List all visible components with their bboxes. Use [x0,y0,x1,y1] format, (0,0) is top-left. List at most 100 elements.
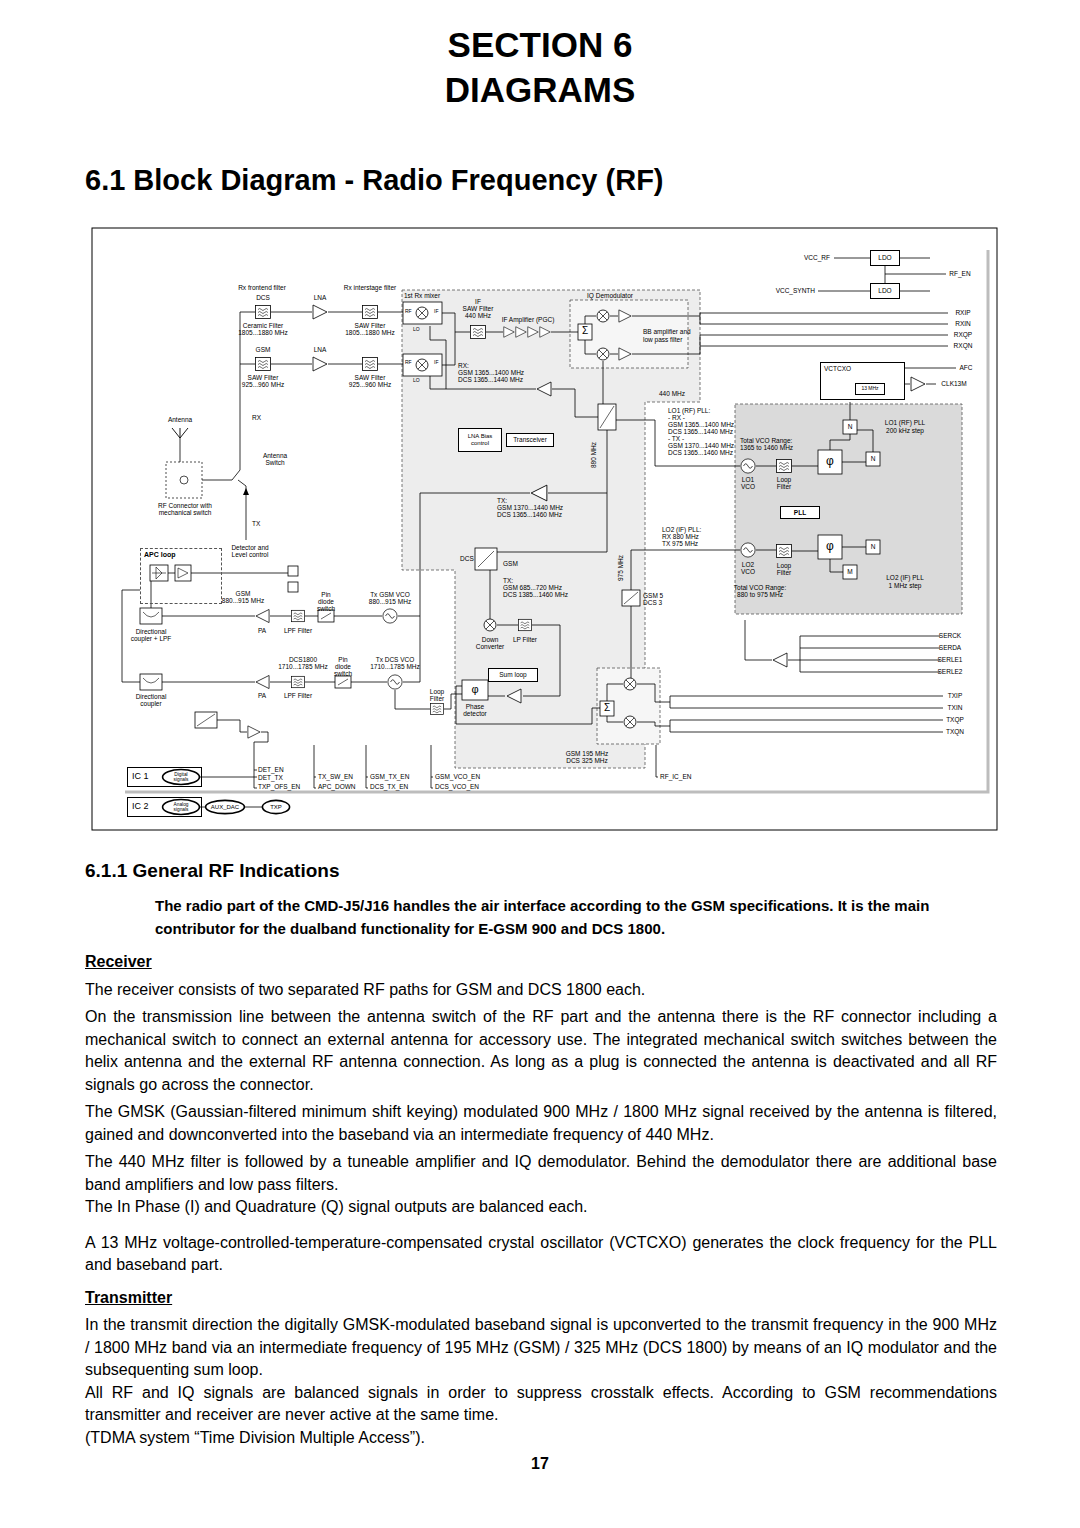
signal-label: SAW Filter [355,374,386,381]
coupler-box [140,674,162,690]
counter-box [843,420,857,434]
signal-label: 880...915 MHz [222,597,264,604]
detector-box [150,565,168,581]
signal-link [200,807,205,808]
node-text: LDO [878,254,891,261]
signal-label: Pin diode switch [313,591,339,612]
signal-label: PA [258,692,266,699]
signal-label: CLK13M [941,380,966,387]
signal-label: DCS_VCO_EN [435,783,479,790]
filter-symbol [256,306,271,319]
signal-label: SERDA [939,644,961,651]
vco-symbol [388,675,402,689]
node-text: PLL [794,509,806,516]
signal-label: 1805...1880 MHz [238,329,288,336]
signal-label: LO2 (IF) PLL: [662,526,701,533]
signal-label: IF [434,360,438,366]
node-text: AUX_DAC [211,804,239,811]
signal-label: Antenna [168,416,192,423]
signal-label: 1710...1785 MHz [278,663,328,670]
signal-label: Pin diode switch [330,656,356,677]
filter-symbol [431,703,444,714]
vco-symbol [383,609,397,623]
signal-label: LO1 (RF) PLL: [668,407,710,414]
node-text: LNA Bias control [462,433,498,446]
signal-label: RX: [458,362,469,369]
signal-label: SERLE1 [938,656,963,663]
signal-label: GSM 1365...1400 MHz [668,421,734,428]
signal-label: DCS 3 [643,599,662,606]
signal-label: SERLE2 [938,668,963,675]
signal-label: Phase detector [460,703,490,717]
signal-label: TX 975 MHz [662,540,698,547]
signal-label: low pass filter [643,336,682,343]
body-paragraph: The GMSK (Gaussian-filtered minimum shif… [85,1101,997,1146]
signal-label: Loop Filter [773,476,795,490]
signal-label: DCS 1365...1440 MHz [668,428,733,435]
signal-label: 1365 to 1460 MHz [740,444,793,451]
section-title: SECTION 6 DIAGRAMS [420,22,660,112]
lna-bias-box: LNA Bias control [458,428,502,452]
signal-label: TX_SW_EN [318,773,353,780]
signal-label: N [871,543,876,550]
signal-label: 200 kHz step [886,427,924,434]
bb-amplifier-symbol [619,310,631,322]
page-number: 17 [531,1455,549,1473]
rf-connector-box [166,462,202,498]
signal-label: TXIP [948,692,962,699]
pll-region [735,404,962,614]
signal-label: RX 880 MHz [662,533,699,540]
signal-label: Total VCO Range: [734,584,786,591]
ldo-box: LDO [870,250,900,266]
signal-label: LNA [314,294,327,301]
sum-box [578,324,592,340]
signal-label: DCS 1385...1460 MHz [503,591,568,598]
signal-label: IF Amplifier (PGC) [502,316,555,323]
signal-label: - RX - [668,414,685,421]
pa-symbol [256,675,269,688]
signal-label: DET_EN [258,766,284,773]
signal-label: φ [826,540,834,554]
divider-slash [600,406,614,428]
iq-modulator-region [597,668,660,744]
signal-label: GSM 5 [643,592,663,599]
coupler-symbol [143,612,159,683]
ldo-box: LDO [870,283,900,299]
signal-ellipse: Analog signals [162,799,200,815]
signal-label: LO1 VCO [737,476,759,490]
node-text: IC 2 [132,802,149,812]
counter-box [866,540,880,554]
section-heading: 6.1.1 General RF Indications [85,860,339,882]
node-text: Digital signals [167,772,195,783]
level-control-box [175,565,191,581]
signal-label: GSM 1370...1440 MHz [497,504,563,511]
paragraph-heading: Transmitter [85,1287,172,1310]
buffer-symbol [911,377,925,391]
phase-detector-box [462,680,488,700]
signal-label: TXQP [946,716,964,723]
signal-label: 925...960 MHz [349,381,391,388]
signal-label: LNA [314,346,327,353]
signal-label: Tx GSM VCO [370,591,410,598]
signal-label: - TX - [668,435,684,442]
mixer-symbol [597,310,609,322]
node-text: Transceiver [513,436,547,443]
signal-label: DCS1800 [289,656,317,663]
body-paragraph: The radio part of the CMD-J5/J16 handles… [155,895,1000,940]
signal-label: TXQN [946,728,964,735]
ellipse-shape [262,800,289,813]
signal-label: RF_EN [949,270,970,277]
signal-label: 1st Rx mixer [404,292,440,299]
signal-label: TXIN [948,704,963,711]
node-text: Sum loop [499,671,526,678]
node-text: LDO [878,287,891,294]
signal-label: φ [471,683,478,696]
section-heading: 6.1 Block Diagram - Radio Frequency (RF) [85,164,664,197]
signal-label: Tx DCS VCO [376,656,415,663]
level-box [288,566,298,576]
mixer-symbol [597,348,609,360]
signal-label: GSM [503,560,518,567]
signal-label: TX: [503,577,513,584]
signal-link [245,807,262,808]
crystal-box: 13 MHz [855,383,885,395]
